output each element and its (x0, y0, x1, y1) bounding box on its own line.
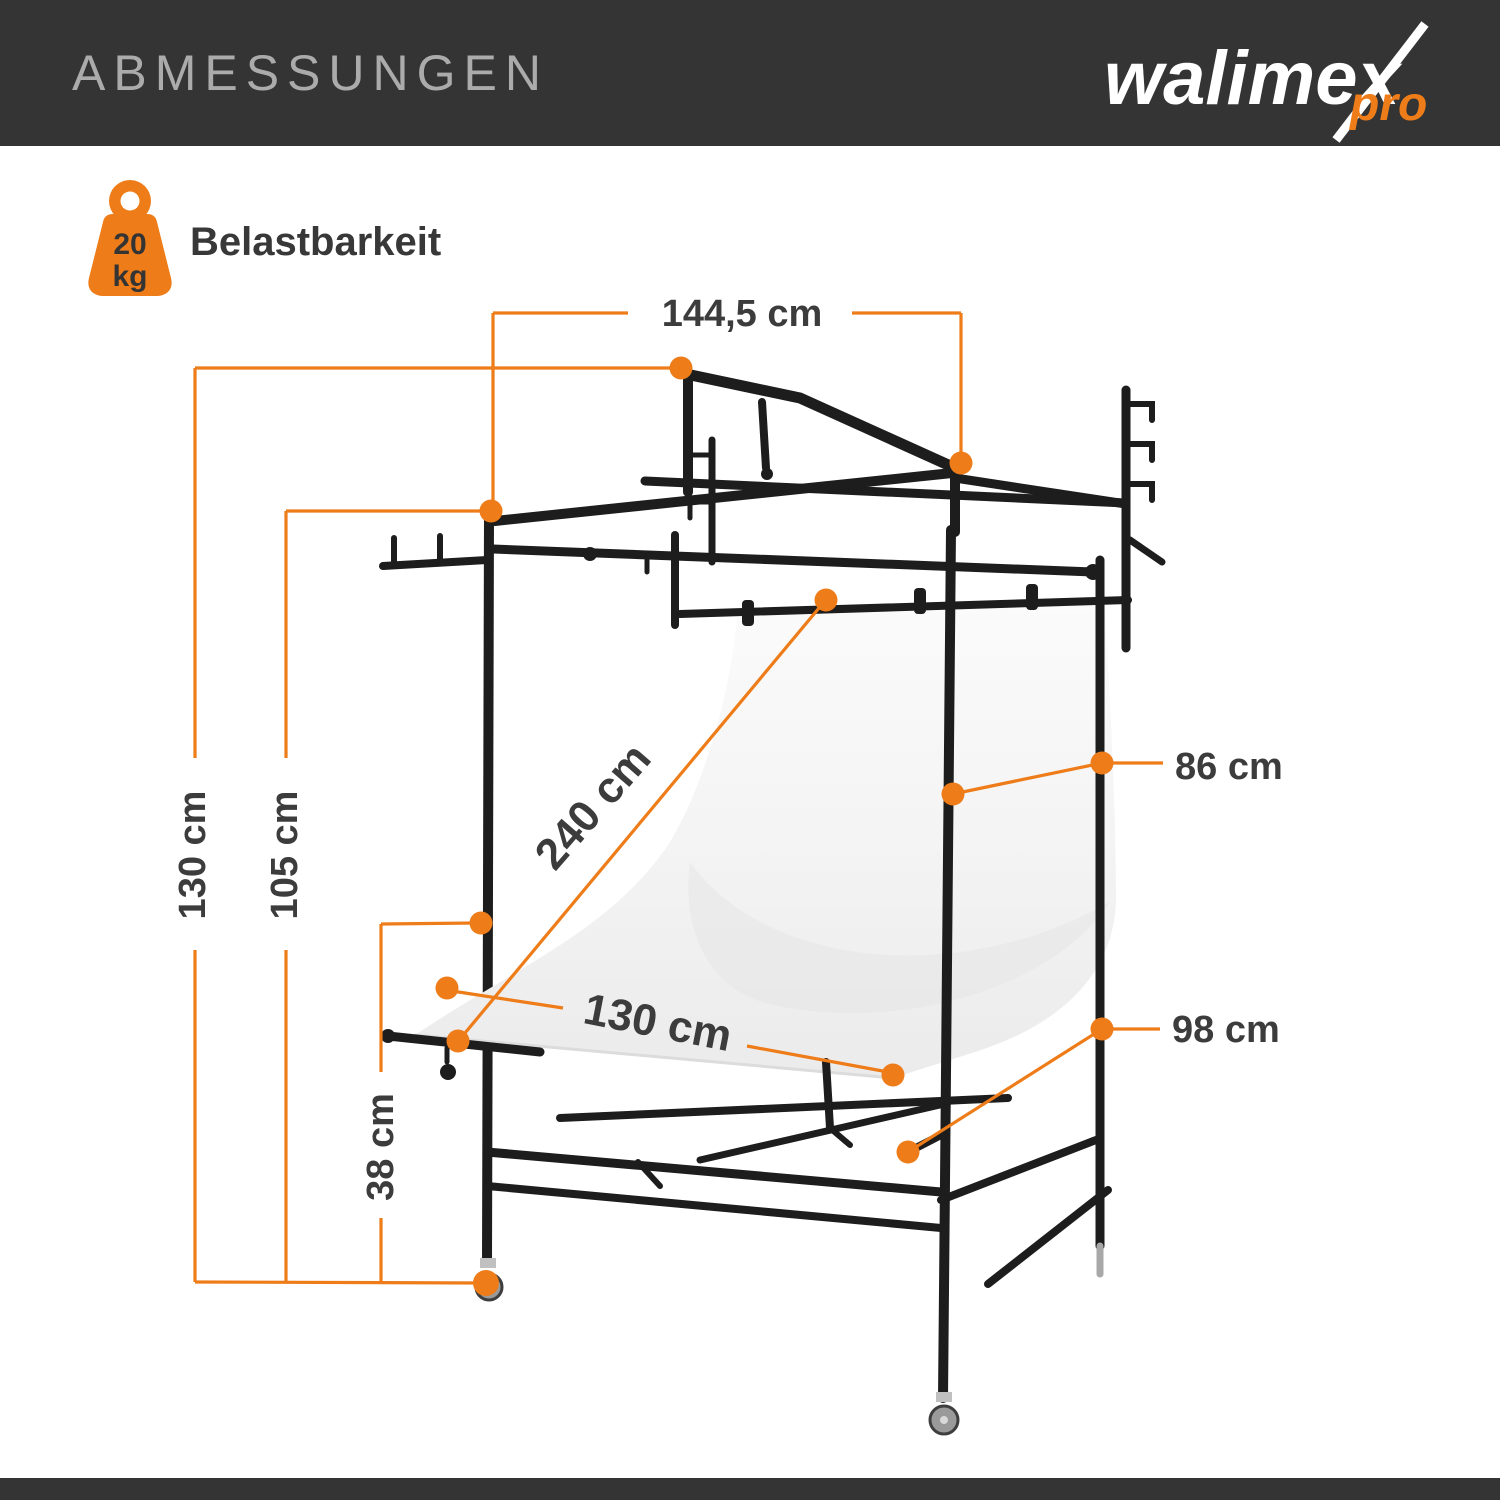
load-capacity-label: Belastbarkeit (190, 220, 442, 264)
header-bar: ABMESSUNGEN walimex pro (0, 0, 1500, 146)
label-top-depth: 86 cm (1175, 746, 1283, 788)
brand-logo: walimex pro (1104, 21, 1429, 143)
brand-walimex-text: walimex (1104, 36, 1402, 121)
label-total-height: 130 cm (172, 791, 214, 920)
background-sweep (414, 601, 1116, 1080)
dimension-table-height (379, 921, 477, 1282)
dimension-top-width (491, 311, 963, 505)
label-base-depth: 98 cm (1172, 1009, 1280, 1051)
dimension-frame-height (284, 509, 486, 1282)
weight-icon: 20 kg (88, 180, 172, 296)
label-frame-height: 105 cm (264, 791, 306, 920)
load-capacity-unit: kg (112, 260, 147, 293)
dimension-dots (435, 356, 1114, 1296)
casters (474, 1258, 960, 1436)
dimension-table-width (451, 989, 889, 1074)
dimension-background-length (458, 600, 826, 1041)
footer-bar (0, 1478, 1500, 1500)
dimension-total-height (193, 366, 676, 1285)
load-capacity: 20 kg Belastbarkeit (80, 178, 500, 308)
table-frame-front (381, 367, 1132, 1403)
label-table-height: 38 cm (360, 1093, 402, 1201)
label-background-length: 240 cm (526, 734, 661, 879)
brand-pro-text: pro (1348, 78, 1427, 131)
brand-slash (1332, 21, 1429, 143)
page-title: ABMESSUNGEN (72, 45, 549, 101)
load-capacity-value: 20 (113, 228, 146, 261)
label-top-width: 144,5 cm (662, 293, 823, 335)
table-frame-rear (379, 385, 1166, 1267)
